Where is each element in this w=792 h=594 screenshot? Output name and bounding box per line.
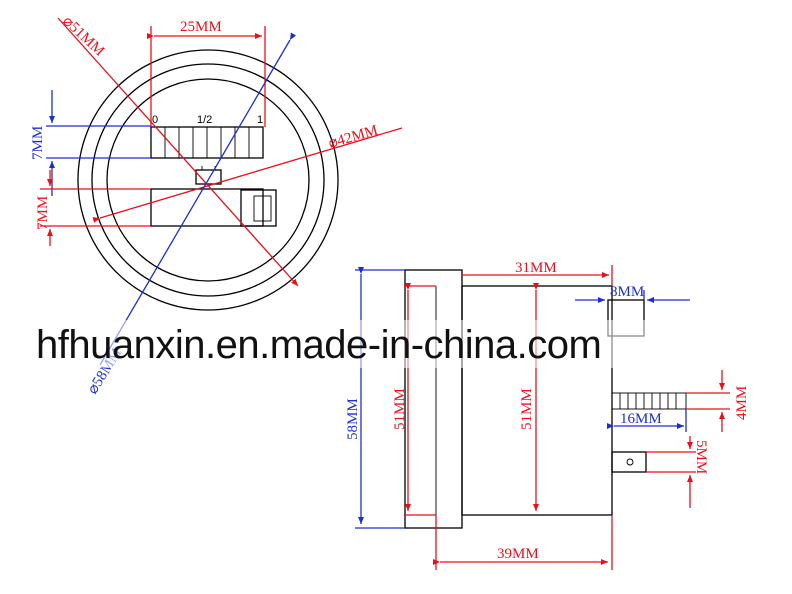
dim-dia-51mm: ⌀51MM [59, 13, 107, 59]
scale-one-label: 1 [257, 114, 263, 126]
dim-51mm-inner: 51MM [519, 388, 535, 430]
bezel-outer-circle [77, 49, 339, 311]
side-view: 31MM 8MM 58MM 51MM 51MM 16MM 4MM [345, 260, 750, 570]
spade-terminal [611, 451, 647, 473]
dim-25mm: 25MM [180, 19, 222, 35]
dim-51mm-left: 51MM [392, 388, 408, 430]
dim-39mm: 39MM [497, 546, 539, 562]
dial-circle [106, 78, 310, 282]
segment-dividers [164, 127, 250, 158]
dim-8mm: 8MM [610, 284, 644, 300]
terminal-stud [611, 392, 687, 410]
bezel-side [404, 269, 463, 529]
watermark: hfhuanxin.en.made-in-china.com [36, 323, 601, 367]
dim-4mm: 4MM [734, 386, 750, 420]
connector-tab [240, 189, 277, 227]
dim-5mm: 5MM [693, 440, 709, 474]
dim-dia-42mm: ⌀42MM [327, 122, 380, 151]
battery-icon [195, 169, 222, 185]
dim-7mm-bottom: 7MM [35, 196, 51, 230]
scale-zero-label: 0 [152, 114, 158, 126]
bezel-inner-circle [91, 63, 325, 297]
label-window [150, 188, 264, 227]
dim-31mm: 31MM [515, 260, 557, 276]
scale-half-label: 1/2 [197, 114, 212, 126]
dim-16mm: 16MM [620, 411, 662, 427]
dim-58mm: 58MM [345, 398, 361, 440]
dim-7mm-top: 7MM [30, 126, 46, 160]
